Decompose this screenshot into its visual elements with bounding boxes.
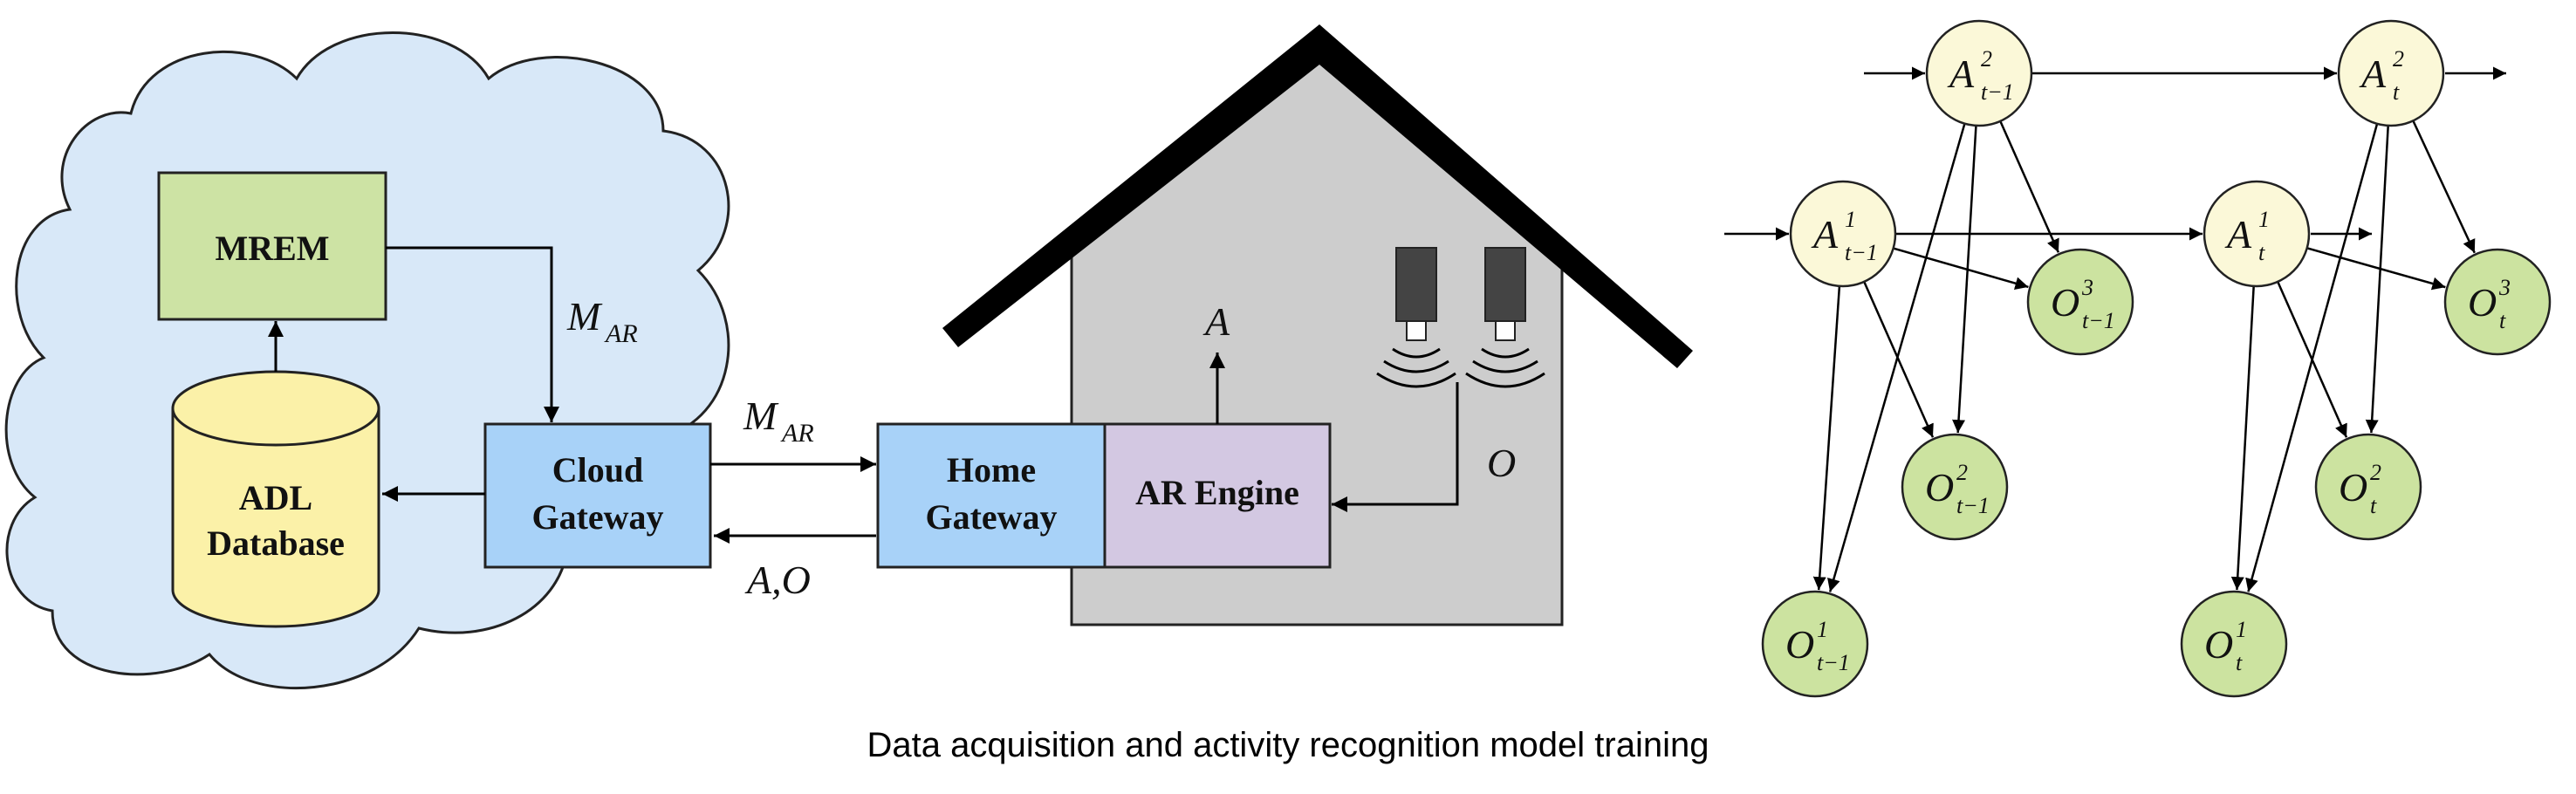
dbn-edge-a1-o1-p	[1812, 285, 1841, 591]
svg-text:AR: AR	[604, 319, 638, 348]
ar-engine-block: AR Engine	[1103, 422, 1332, 569]
sensor-right-icon	[1465, 247, 1545, 388]
dbn-node-subscript: t	[2258, 240, 2265, 265]
dbn-edge-a1-o1-c	[2230, 285, 2255, 591]
dbn-node-superscript: 3	[2081, 275, 2093, 300]
dbn-node-superscript: 2	[2370, 460, 2381, 485]
adl-label-line1: ADL	[239, 478, 312, 517]
cloud-gateway-line1: Cloud	[552, 450, 644, 489]
system-diagram: MREM ADL Database Cloud Gateway M AR M A…	[4, 19, 2552, 698]
dbn-node-superscript: 1	[1845, 207, 1856, 232]
mrem-to-gateway-arrow	[386, 246, 559, 422]
a-output-label: A	[1202, 299, 1230, 344]
svg-text:AR: AR	[780, 419, 814, 448]
adl-database: ADL Database	[171, 370, 380, 628]
dbn-node-subscript: t	[2370, 493, 2377, 518]
dbn-node-label: O	[2204, 622, 2233, 667]
dbn-node-label: O	[1785, 622, 1814, 667]
mrem-block: MREM	[157, 171, 387, 321]
dbn-node-subscript: t	[2499, 308, 2506, 333]
dbn-node-label: O	[1925, 465, 1954, 510]
dbn-edge-a1-o3-p	[1893, 247, 2029, 290]
dbn-node-label: A	[1947, 51, 1975, 96]
dbn-edge-a2-o1-c	[2245, 123, 2379, 592]
mrem-label: MREM	[215, 229, 329, 268]
dbn-node-superscript: 1	[1817, 617, 1828, 642]
dbn-edge-a1-o3-c	[2306, 247, 2446, 291]
dbn-edge-a1-o2-c	[2277, 281, 2348, 438]
o-sensor-label: O	[1487, 441, 1516, 485]
dbn-edge-a2-o3-c	[2412, 120, 2476, 254]
dbn-node-label: O	[2339, 465, 2367, 510]
home-gateway-line1: Home	[947, 450, 1036, 489]
dbn-edge-a2-o3-p	[1999, 120, 2060, 253]
dbn-node-label: O	[2051, 280, 2079, 325]
dbn-node-subscript: t−1	[1956, 493, 1990, 518]
cloud-gateway-block: Cloud Gateway	[483, 422, 712, 569]
ar-engine-label: AR Engine	[1135, 473, 1299, 512]
dbn-node-superscript: 1	[2258, 207, 2270, 232]
cloud-gateway-line2: Gateway	[531, 497, 663, 537]
dbn-node-label: O	[2468, 280, 2497, 325]
dbn-node-superscript: 2	[2393, 46, 2404, 72]
dbn-node-superscript: 1	[2236, 617, 2247, 642]
home-gateway-line2: Gateway	[925, 497, 1057, 537]
dbn-node-superscript: 2	[1981, 46, 1992, 72]
dbn-edge-a2-o2-c	[2365, 125, 2389, 434]
dbn-node-superscript: 2	[1956, 460, 1968, 485]
m-ar-label-link: M AR	[743, 394, 814, 448]
dbn-node-subscript: t−1	[1845, 240, 1878, 265]
adl-label-line2: Database	[207, 524, 345, 563]
dbn-node-label: A	[2359, 51, 2387, 96]
dbn-edge-a1-o2-p	[1863, 281, 1935, 438]
dbn-node-subscript: t	[2236, 650, 2243, 675]
dbn-node-subscript: t−1	[1981, 79, 2014, 105]
dbn-edge-a2-o2-p	[1952, 125, 1977, 434]
dbn-node-label: A	[1811, 212, 1839, 257]
home-gateway-block: Home Gateway	[876, 422, 1106, 569]
dbn-node-subscript: t−1	[1817, 650, 1850, 675]
dbn-node-superscript: 3	[2498, 275, 2511, 300]
dbn-node-label: A	[2224, 212, 2252, 257]
sensor-left-icon	[1376, 247, 1456, 388]
dbn-edges	[1724, 66, 2506, 592]
svg-text:M: M	[566, 294, 603, 339]
dbn-node-subscript: t	[2393, 79, 2400, 105]
svg-text:M: M	[743, 394, 779, 438]
a-o-label: A,O	[744, 558, 811, 602]
dbn-node-subscript: t−1	[2082, 308, 2115, 333]
sensor-to-engine-arrow	[1332, 382, 1459, 512]
figure-caption: Data acquisition and activity recognitio…	[867, 726, 1709, 764]
m-ar-label-cloud: M AR	[566, 294, 638, 348]
